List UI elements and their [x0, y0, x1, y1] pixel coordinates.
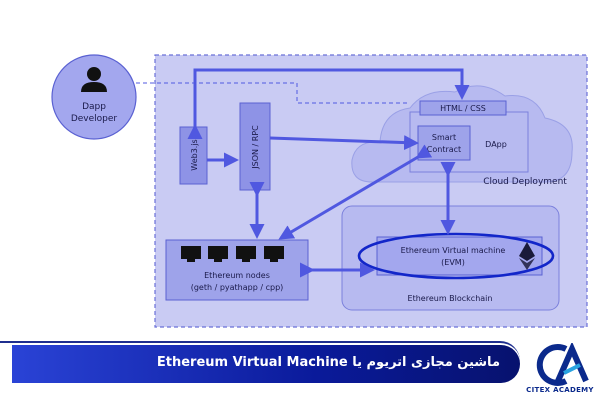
evm-highlight-ring: [357, 232, 555, 280]
logo-text: CITEX ACADEMY: [526, 386, 594, 394]
ethereum-icon: [519, 242, 535, 270]
smart-contract-label-2: Contract: [427, 145, 461, 154]
nodes-label-1: Ethereum nodes: [204, 271, 270, 280]
html-css-label: HTML / CSS: [440, 104, 486, 113]
smart-contract-box: [417, 125, 471, 161]
evm-label-2: (EVM): [441, 258, 465, 267]
caption-bar: ماشین مجازی اتریوم یا Ethereum Virtual M…: [0, 341, 520, 383]
json-rpc-label: JSON / RPC: [251, 125, 260, 170]
cloud-deployment-label: Cloud Deployment: [483, 177, 567, 187]
smart-contract-label-1: Smart: [432, 133, 456, 142]
citex-academy-logo: CITEX ACADEMY: [520, 341, 600, 400]
blockchain-label: Ethereum Blockchain: [408, 294, 493, 303]
architecture-diagram: Dapp Developer Cloud Deployment HTML / C…: [51, 54, 588, 328]
nodes-label-2: (geth / pyathapp / cpp): [191, 283, 284, 292]
evm-label-1: Ethereum Virtual machine: [401, 246, 506, 255]
user-icon: [81, 67, 107, 92]
developer-label-1: Dapp: [82, 102, 106, 112]
developer-node: Dapp Developer: [51, 54, 137, 140]
caption-text: ماشین مجازی اتریوم یا Ethereum Virtual M…: [156, 355, 500, 370]
connector-arrows: [187, 68, 470, 278]
dapp-label: DApp: [485, 140, 507, 149]
caption-banner: ماشین مجازی اتریوم یا Ethereum Virtual M…: [0, 341, 600, 400]
web3-label: Web3.js: [190, 139, 199, 170]
monitor-icon: [181, 246, 201, 262]
ethereum-blockchain: Ethereum Virtual machine (EVM) Ethereum …: [341, 205, 560, 311]
monitor-icon: [208, 246, 228, 262]
monitor-icon: [264, 246, 284, 262]
logo-mark-icon: [536, 341, 589, 386]
monitor-icon: [236, 246, 256, 262]
ethereum-nodes: Ethereum nodes (geth / pyathapp / cpp): [165, 239, 309, 301]
developer-label-2: Developer: [71, 114, 118, 124]
